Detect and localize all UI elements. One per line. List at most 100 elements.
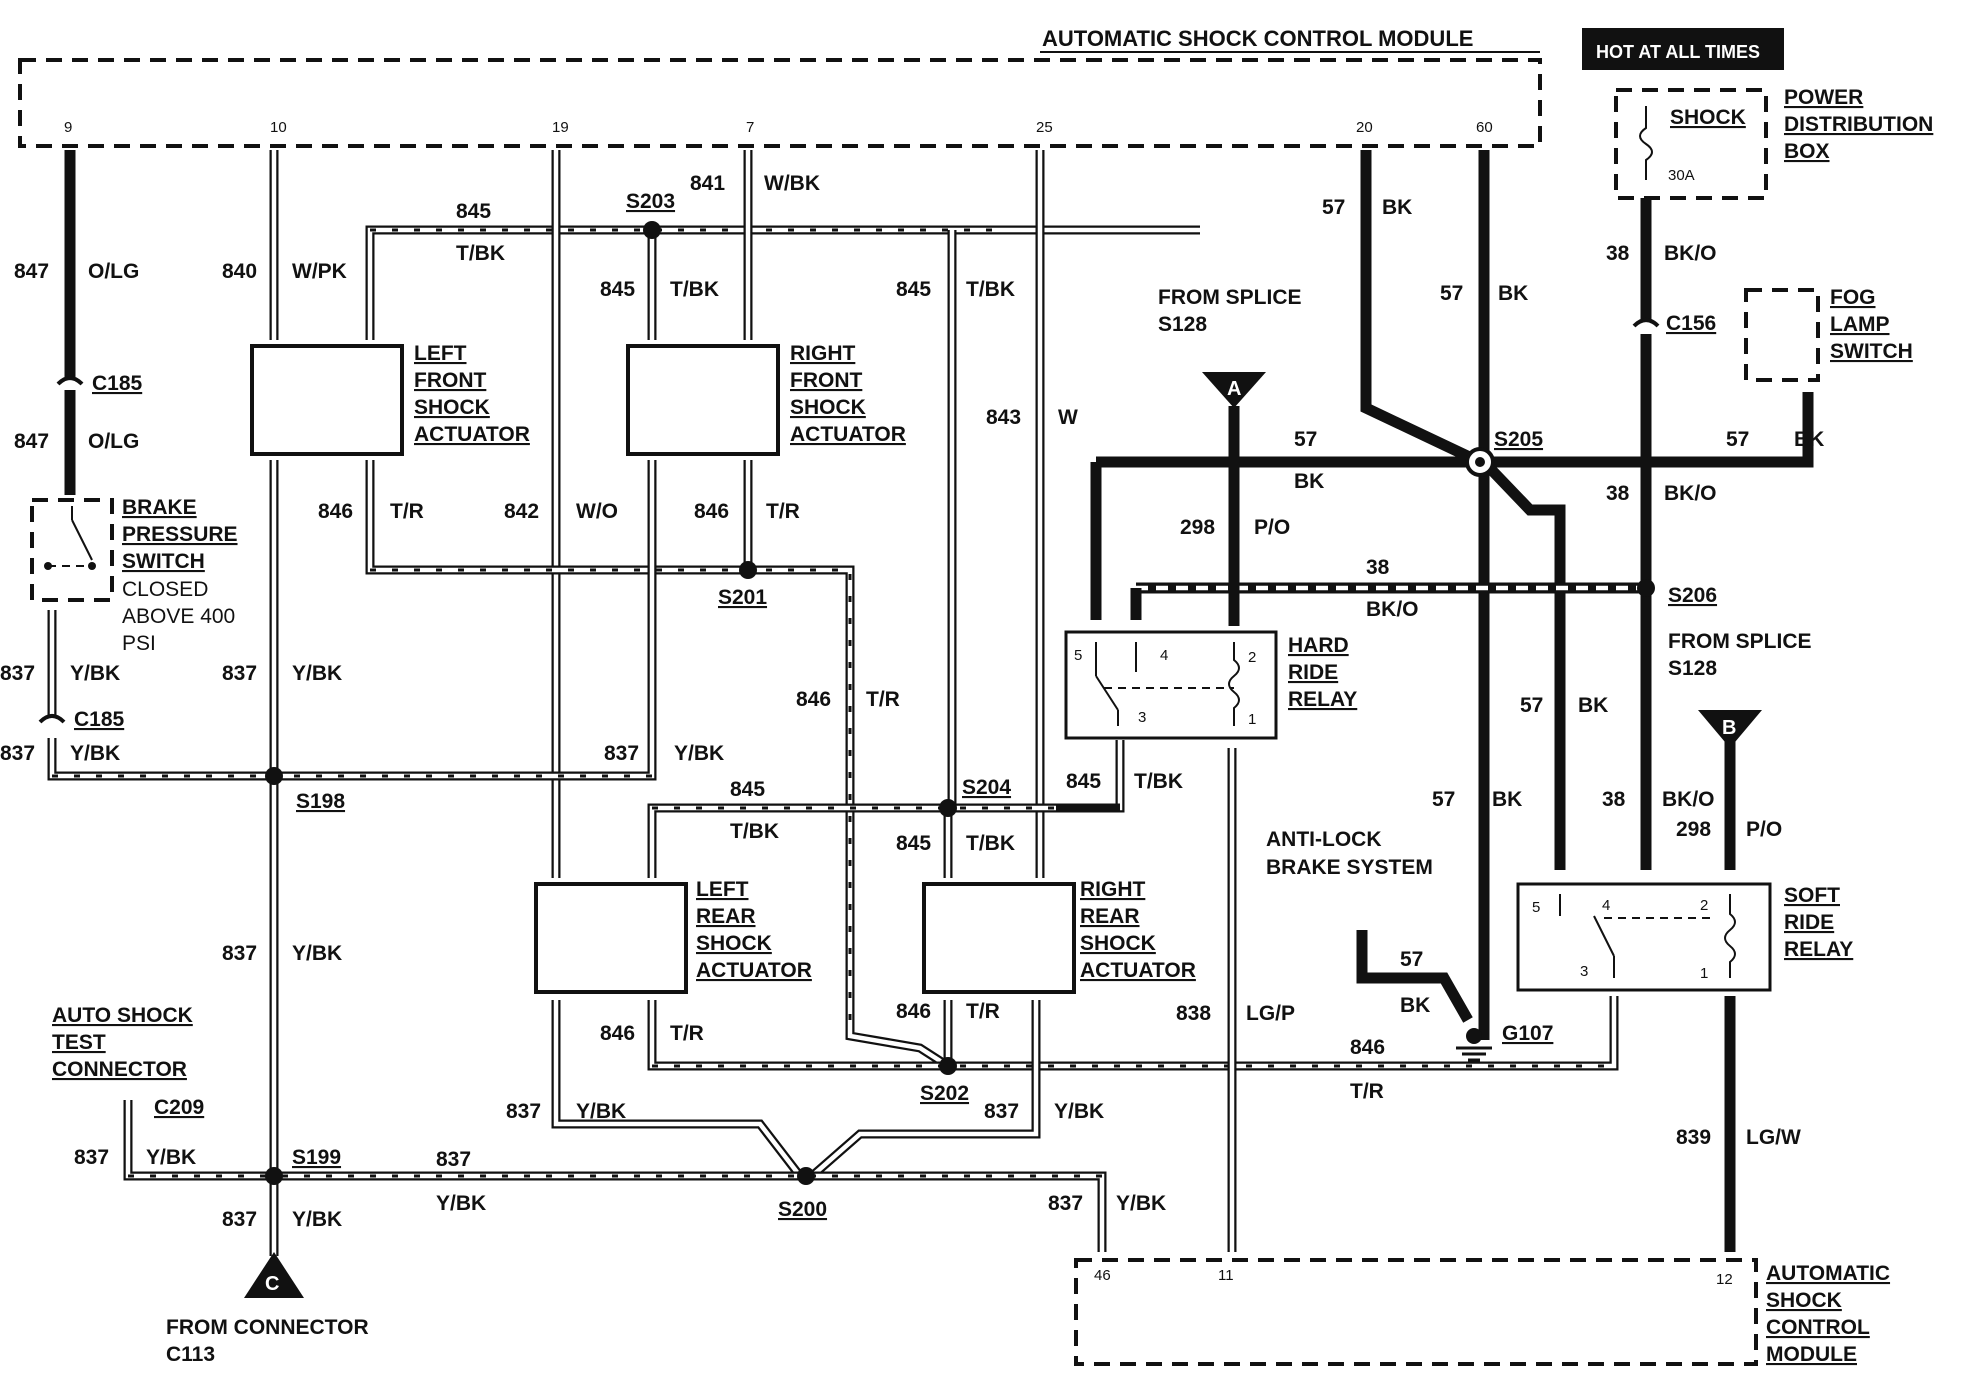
wire-label: 38 — [1606, 242, 1630, 265]
wire-label: T/R — [766, 500, 800, 523]
wire-label: T/R — [670, 1022, 704, 1045]
sr-pin-1: 1 — [1700, 965, 1708, 982]
splice-s206 — [1637, 579, 1655, 597]
wire-label: 298 — [1676, 818, 1711, 841]
wires — [47, 150, 1814, 1256]
hr-label-1: HARD — [1288, 634, 1349, 657]
wire-label: BK — [1382, 196, 1412, 219]
splice-s199 — [265, 1167, 283, 1185]
wire-label: 837 — [222, 1208, 257, 1231]
wire-label: BK — [1578, 694, 1608, 717]
splice-s202 — [939, 1057, 957, 1075]
wire-label: T/BK — [966, 278, 1015, 301]
wire-label: 38 — [1602, 788, 1626, 811]
wire-label: Y/BK — [1116, 1192, 1166, 1215]
wire-label: Y/BK — [292, 662, 342, 685]
wire-label: O/LG — [88, 430, 139, 453]
wire-label: 846 — [694, 500, 729, 523]
wire-label: Y/BK — [146, 1146, 196, 1169]
sr-label-1: SOFT — [1784, 884, 1840, 907]
terminal-b-note-2: S128 — [1668, 657, 1717, 680]
svg-text:S202: S202 — [920, 1082, 969, 1105]
svg-text:S206: S206 — [1668, 584, 1717, 607]
wire-label: 838 — [1176, 1002, 1211, 1025]
rr-label-4: ACTUATOR — [1080, 959, 1196, 982]
wire-label: T/R — [1350, 1080, 1384, 1103]
pdb-title-2: DISTRIBUTION — [1784, 113, 1933, 136]
top-module-title: AUTOMATIC SHOCK CONTROL MODULE — [1042, 26, 1473, 51]
test-label-2: TEST — [52, 1031, 106, 1054]
lr-label-4: ACTUATOR — [696, 959, 812, 982]
terminal-c-note-1: FROM CONNECTOR — [166, 1316, 369, 1339]
wire-label: 846 — [318, 500, 353, 523]
wire-label: 841 — [690, 172, 725, 195]
wire-label: 846 — [796, 688, 831, 711]
wire-label: Y/BK — [436, 1192, 486, 1215]
wire-label: Y/BK — [70, 662, 120, 685]
wire-label: T/BK — [966, 832, 1015, 855]
wire-label: 840 — [222, 260, 257, 283]
connectors: C185 C185 C156 C209 — [38, 312, 1716, 1119]
wire-label: BK — [1294, 470, 1324, 493]
wire-label: Y/BK — [292, 942, 342, 965]
wire-label: T/BK — [670, 278, 719, 301]
wire-label: 845 — [896, 278, 931, 301]
wire-label: BK — [1498, 282, 1528, 305]
sr-label-2: RIDE — [1784, 911, 1834, 934]
svg-text:S203: S203 — [626, 190, 675, 213]
brake-note-3: PSI — [122, 632, 156, 655]
svg-text:S204: S204 — [962, 776, 1011, 799]
wire-label: 837 — [0, 742, 35, 765]
right-front-actuator-box — [626, 344, 780, 456]
wire-label: 298 — [1180, 516, 1215, 539]
pin-9: 9 — [64, 119, 72, 136]
wire-label: 843 — [986, 406, 1021, 429]
rf-label-4: ACTUATOR — [790, 423, 906, 446]
lf-label-3: SHOCK — [414, 396, 490, 419]
wire-label: Y/BK — [1054, 1100, 1104, 1123]
wire-label: 845 — [730, 778, 765, 801]
power-distribution: HOT AT ALL TIMES SHOCK 30A POWER DISTRIB… — [1582, 28, 1933, 200]
wire-label: P/O — [1746, 818, 1782, 841]
wire-label: 57 — [1400, 948, 1423, 971]
wire-label: 57 — [1726, 428, 1749, 451]
fog-title-2: LAMP — [1830, 313, 1890, 336]
rr-label-2: REAR — [1080, 905, 1140, 928]
wire-label: 837 — [222, 662, 257, 685]
fuse-name: SHOCK — [1670, 106, 1746, 129]
abs-label-1: ANTI-LOCK — [1266, 828, 1381, 851]
terminal-b-note-1: FROM SPLICE — [1668, 630, 1812, 653]
wire-label: 38 — [1366, 556, 1390, 579]
pdb-title-1: POWER — [1784, 86, 1863, 109]
wire-label: BK/O — [1662, 788, 1715, 811]
hr-pin-1: 1 — [1248, 711, 1256, 728]
terminal-b: B FROM SPLICE S128 — [1668, 630, 1812, 748]
hr-pin-3: 3 — [1138, 709, 1146, 726]
brake-note-1: CLOSED — [122, 578, 208, 601]
fuse-rating: 30A — [1668, 167, 1695, 184]
svg-text:S205: S205 — [1494, 428, 1543, 451]
pin-60: 60 — [1476, 119, 1493, 136]
splice-s203 — [643, 221, 661, 239]
bottom-module-title-4: MODULE — [1766, 1343, 1857, 1366]
top-module: AUTOMATIC SHOCK CONTROL MODULE 9 10 19 7… — [18, 26, 1542, 148]
wire-label: 837 — [984, 1100, 1019, 1123]
svg-text:B: B — [1722, 717, 1736, 739]
wire-label: 845 — [1066, 770, 1101, 793]
wire-label: 57 — [1440, 282, 1463, 305]
sr-label-3: RELAY — [1784, 938, 1853, 961]
wire-label: P/O — [1254, 516, 1290, 539]
test-label-1: AUTO SHOCK — [52, 1004, 193, 1027]
fog-lamp-switch: FOG LAMP SWITCH — [1744, 286, 1913, 382]
brake-pressure-switch: BRAKE PRESSURE SWITCH CLOSED ABOVE 400 P… — [30, 496, 238, 655]
fog-title-1: FOG — [1830, 286, 1876, 309]
bottom-module-title-1: AUTOMATIC — [1766, 1262, 1890, 1285]
ground-g107: G107 — [1456, 1022, 1553, 1062]
wire-label: BK/O — [1664, 482, 1717, 505]
wire-label: T/BK — [456, 242, 505, 265]
pin-20: 20 — [1356, 119, 1373, 136]
splice-s201 — [739, 561, 757, 579]
svg-text:C156: C156 — [1666, 312, 1716, 335]
test-connector: AUTO SHOCK TEST CONNECTOR — [52, 1004, 193, 1081]
